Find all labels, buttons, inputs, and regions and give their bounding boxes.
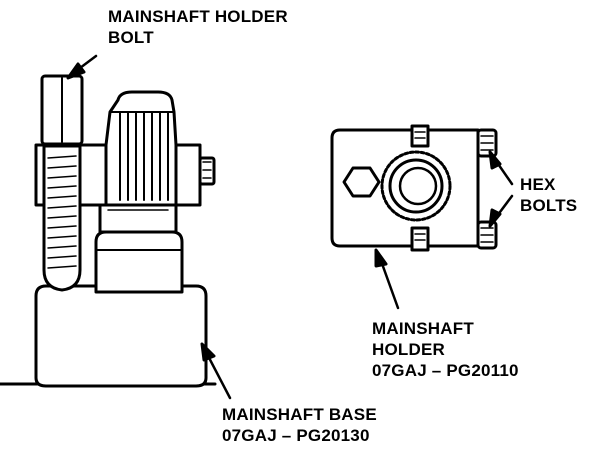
mainshaft-base-arrow xyxy=(200,342,232,400)
splined-mainshaft-drawing xyxy=(104,90,178,207)
mainshaft-holder-label-line2: HOLDER xyxy=(372,340,445,359)
hex-bolts-label: HEX BOLTS xyxy=(520,174,577,216)
mainshaft-base-drawing xyxy=(34,284,208,388)
mainshaft-base-label-line1: MAINSHAFT BASE xyxy=(222,405,377,424)
holder-bolt-arrow xyxy=(66,54,98,80)
hex-bolts-label-line1: HEX xyxy=(520,175,556,194)
mainshaft-base-label: MAINSHAFT BASE 07GAJ – PG20130 xyxy=(222,404,377,446)
mainshaft-holder-label-line1: MAINSHAFT xyxy=(372,319,474,338)
mainshaft-holder-label: MAINSHAFT HOLDER 07GAJ – PG20110 xyxy=(372,318,519,381)
mainshaft-base-part-number: 07GAJ – PG20130 xyxy=(222,426,370,445)
hex-bolts-arrows xyxy=(488,150,514,228)
mainshaft-holder-bolt-label-line2: BOLT xyxy=(108,28,154,47)
hex-bolts-label-line2: BOLTS xyxy=(520,196,578,215)
mainshaft-holder-arrow xyxy=(374,248,400,310)
mainshaft-holder-bolt-label: MAINSHAFT HOLDER BOLT xyxy=(108,6,288,48)
mainshaft-holder-bolt-label-line1: MAINSHAFT HOLDER xyxy=(108,7,288,26)
holder-bolt-drawing xyxy=(40,74,84,292)
mainshaft-cylinder-drawing xyxy=(94,198,184,294)
mainshaft-holder-part-number: 07GAJ – PG20110 xyxy=(372,361,519,380)
mainshaft-holder-topview-drawing xyxy=(330,124,498,252)
